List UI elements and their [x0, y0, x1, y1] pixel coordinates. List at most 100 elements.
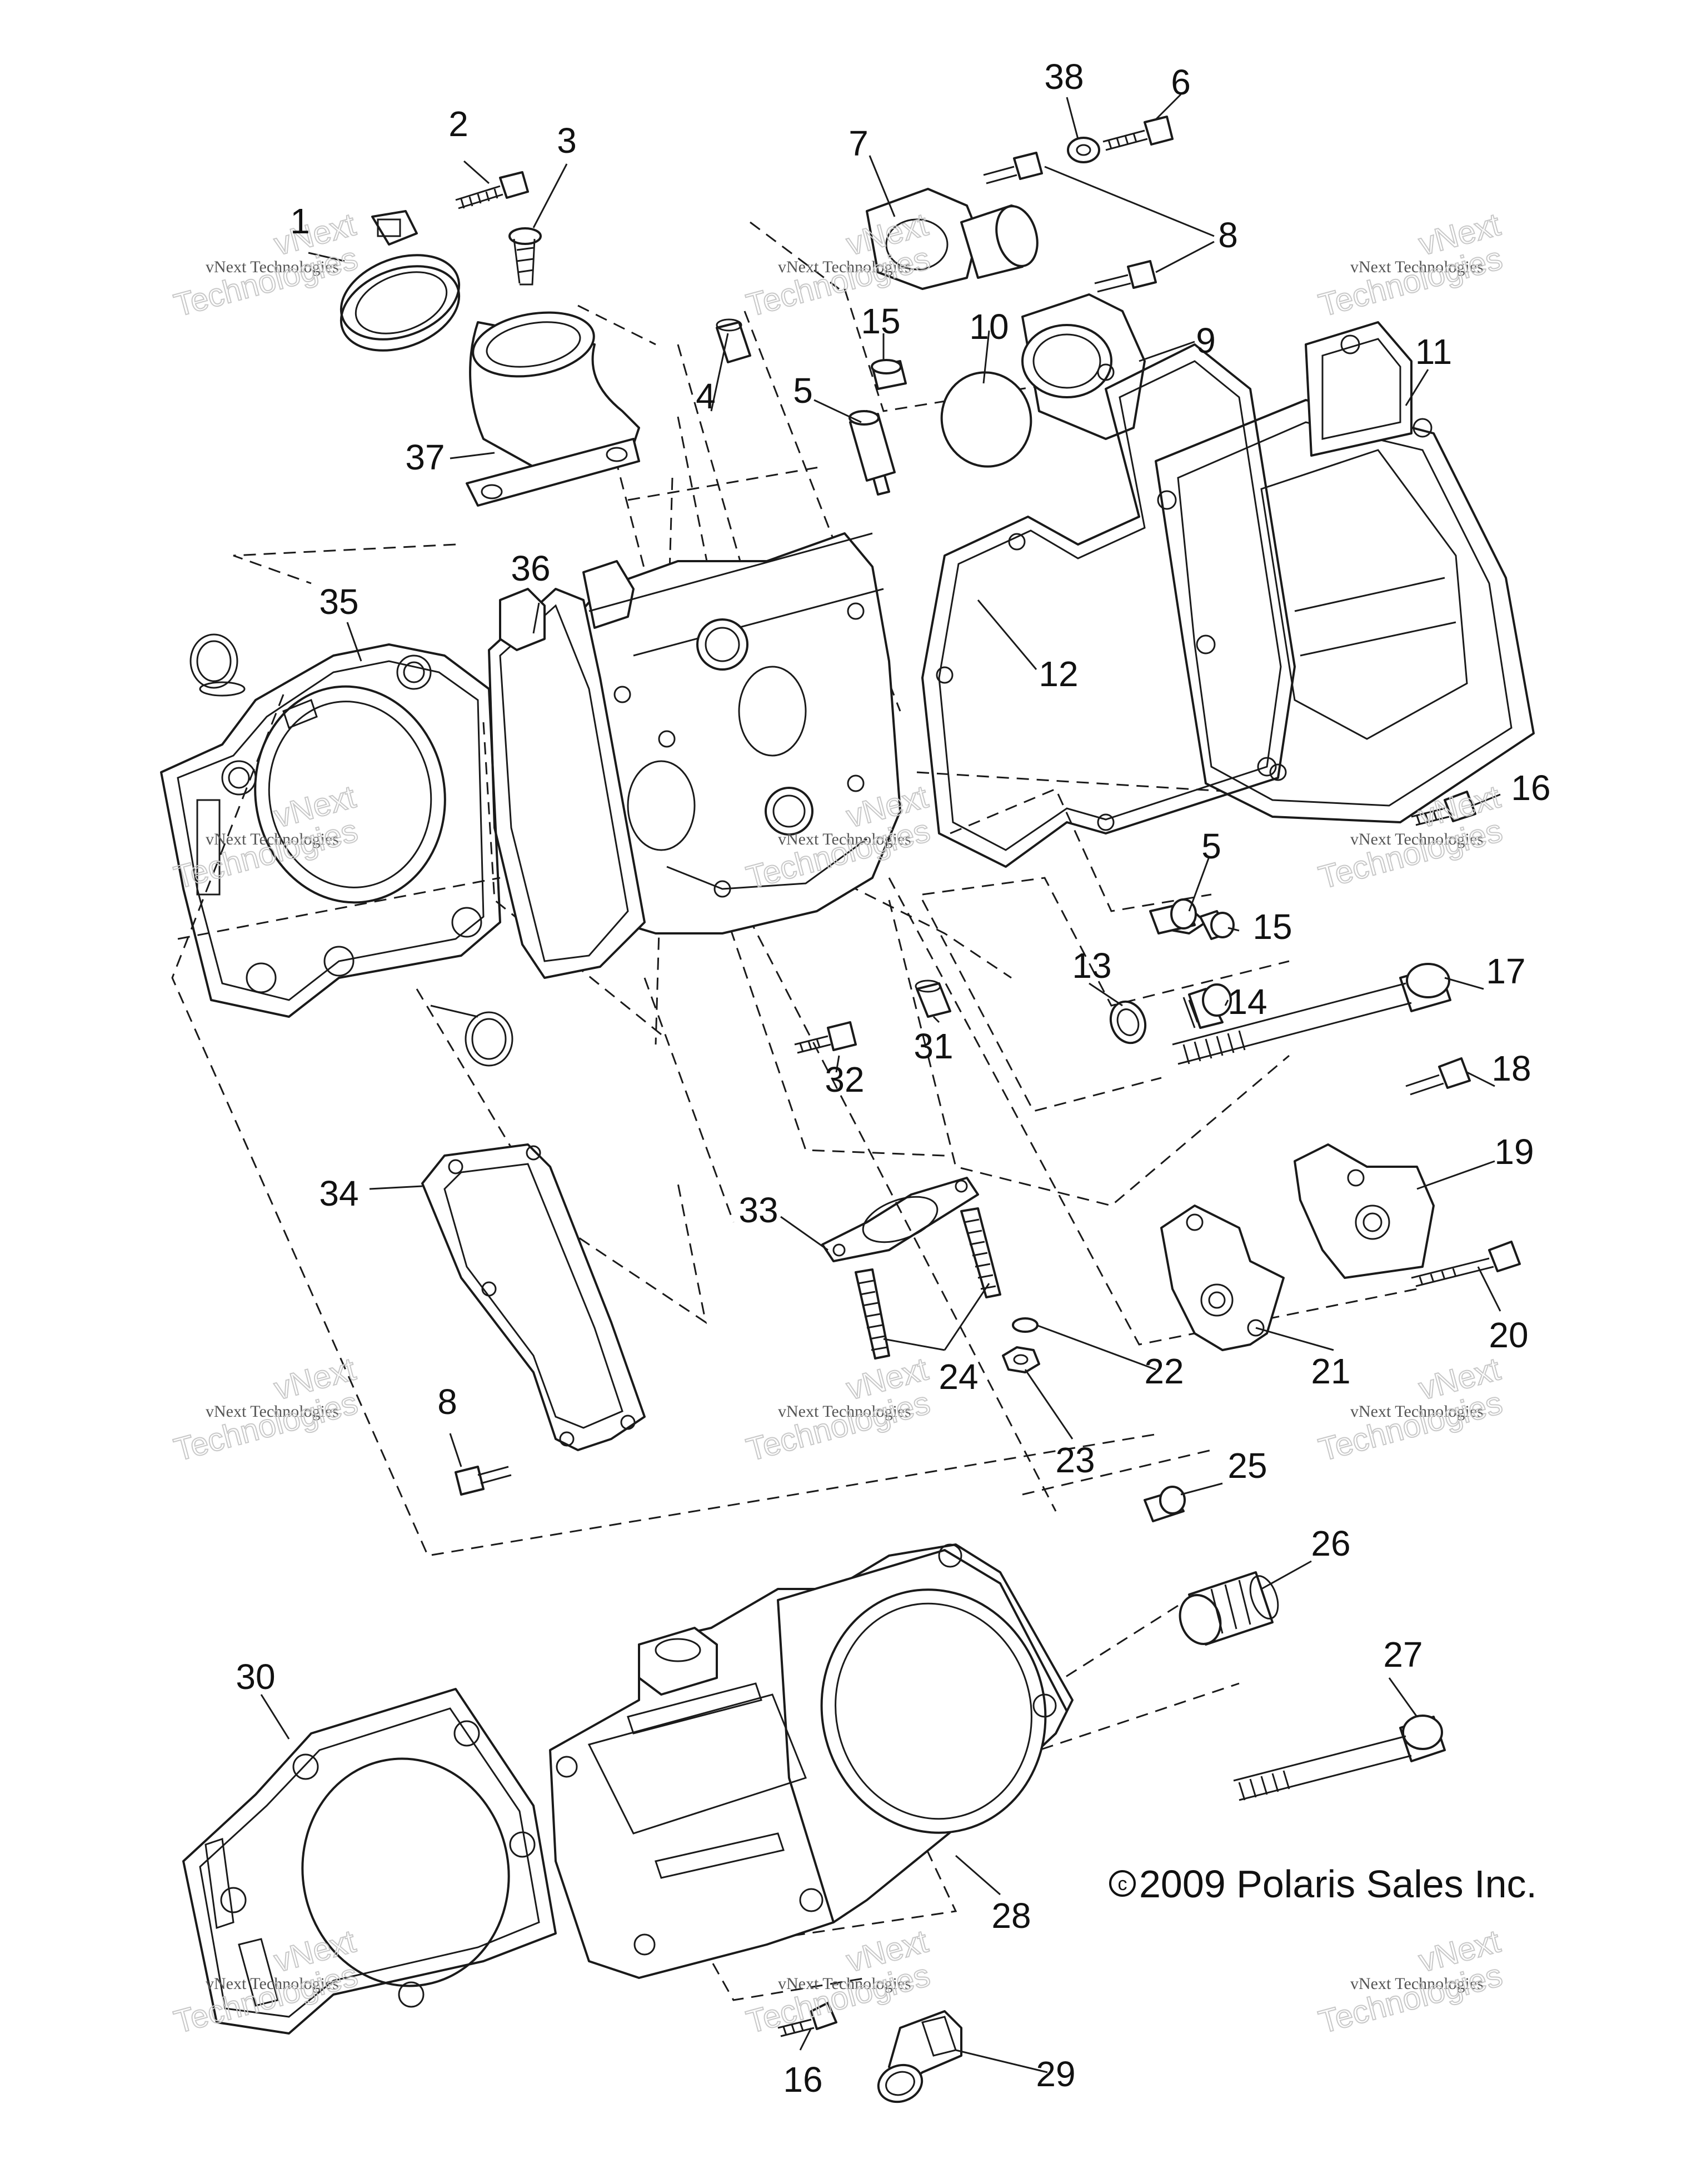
- callout-18: 18: [1491, 1048, 1531, 1088]
- watermark-top-left: vNext vNext Technologies Technologies: [170, 206, 362, 324]
- watermark-bottom-right: vNext vNext Technologies Technologies: [1315, 1922, 1507, 2041]
- part-8-bolt-upper: [983, 152, 1157, 293]
- callout-17: 17: [1486, 951, 1525, 991]
- callout-25: 25: [1227, 1446, 1267, 1486]
- callout-16-bottom: 16: [783, 2060, 822, 2100]
- part-21-bracket: [1160, 1205, 1285, 1351]
- callout-24: 24: [939, 1357, 978, 1397]
- part-15-valve-seal-right: [1199, 910, 1235, 940]
- part-20-bolt: [1411, 1241, 1521, 1287]
- callout-28: 28: [991, 1896, 1031, 1936]
- svg-text:Technologies: Technologies: [1315, 812, 1506, 896]
- part-18-bolt: [1405, 1057, 1471, 1096]
- dowel-hint-circles: [189, 633, 513, 1067]
- svg-text:Technologies: Technologies: [1315, 1957, 1506, 2040]
- copyright-circle-icon: [1109, 1870, 1136, 1897]
- part-17-head-bolt: [1172, 963, 1451, 1065]
- callout-35: 35: [319, 582, 358, 622]
- part-19-bracket: [1294, 1143, 1435, 1279]
- part-34-side-cover: [421, 1143, 646, 1451]
- callout-27: 27: [1383, 1635, 1422, 1675]
- callout-20: 20: [1489, 1315, 1528, 1355]
- part-29-elbow-fitting: [877, 2010, 962, 2103]
- part-36-cylinder-head: [488, 532, 901, 979]
- callout-8-upper: 8: [1218, 215, 1238, 255]
- callout-leader-lines: [260, 93, 1501, 2073]
- callout-numbers: 1 2 3 4 5 5 6 7 8 8 38 9 10 11 12 13 14 …: [236, 57, 1550, 2100]
- part-35-head-gasket: [160, 643, 501, 1018]
- part-37-intake-boot: [466, 311, 640, 507]
- svg-text:vNext Technologies: vNext Technologies: [1350, 1975, 1484, 1993]
- callout-23: 23: [1055, 1440, 1095, 1480]
- part-28-cylinder: [549, 1543, 1074, 1979]
- svg-text:vNext Technologies: vNext Technologies: [1350, 830, 1484, 848]
- part-33-exhaust-gasket: [821, 1177, 979, 1262]
- part-7-water-outlet-elbow: [866, 188, 1039, 290]
- callout-19: 19: [1494, 1132, 1534, 1172]
- svg-text:vNext Technologies: vNext Technologies: [206, 1402, 339, 1421]
- callout-13: 13: [1072, 946, 1111, 986]
- watermark-low-left: vNext vNext Technologies Technologies: [170, 1350, 362, 1468]
- svg-text:vNext Technologies: vNext Technologies: [778, 258, 911, 276]
- svg-text:vNext Technologies: vNext Technologies: [778, 830, 911, 848]
- watermark-top-center: vNext vNext Technologies Technologies: [742, 206, 935, 324]
- callout-2: 2: [448, 104, 468, 144]
- svg-text:Technologies: Technologies: [171, 240, 362, 323]
- part-13-o-ring: [1109, 1000, 1147, 1044]
- part-31-dowel: [915, 979, 951, 1018]
- svg-text:vNext Technologies: vNext Technologies: [206, 258, 339, 276]
- part-5-valve-guide-upper: [848, 410, 896, 496]
- callout-26: 26: [1311, 1523, 1350, 1563]
- callout-34: 34: [319, 1173, 358, 1213]
- part-10-thermostat: [940, 371, 1032, 468]
- callout-10: 10: [969, 307, 1009, 347]
- svg-text:vNext Technologies: vNext Technologies: [1350, 258, 1484, 276]
- watermark-low-center: vNext vNext Technologies Technologies: [742, 1350, 935, 1468]
- svg-text:Technologies: Technologies: [171, 1385, 362, 1468]
- part-2-clamp-screw: [455, 171, 529, 209]
- part-5-valve-guide-right: [1149, 898, 1207, 934]
- part-12-valve-cover-gasket: [921, 343, 1296, 868]
- part-32-screw: [794, 1021, 857, 1054]
- svg-text:Technologies: Technologies: [1315, 1385, 1506, 1468]
- callout-14: 14: [1227, 982, 1267, 1022]
- part-15-valve-seal-upper: [871, 359, 907, 390]
- copyright-symbol-letter: c: [1118, 1873, 1127, 1895]
- callout-30: 30: [236, 1657, 275, 1697]
- part-26-fitting: [1179, 1571, 1279, 1646]
- part-22-lock-washer: [1012, 1317, 1039, 1333]
- callout-5-upper: 5: [793, 371, 813, 411]
- part-25-dowel: [1144, 1486, 1186, 1522]
- part-30-base-gasket: [182, 1688, 557, 2035]
- part-3-screw: [508, 227, 542, 286]
- svg-text:Technologies: Technologies: [743, 1385, 934, 1468]
- part-6-bolt: [1102, 116, 1174, 151]
- callout-7: 7: [848, 123, 869, 163]
- assembly-dashed-lines: [171, 221, 1468, 2001]
- callout-21: 21: [1311, 1351, 1350, 1391]
- part-4-dowel-pin: [716, 318, 751, 363]
- svg-text:vNext Technologies: vNext Technologies: [778, 1975, 911, 1993]
- part-38-washer: [1067, 137, 1100, 163]
- callout-15-upper: 15: [861, 301, 900, 341]
- svg-text:vNext Technologies: vNext Technologies: [778, 1402, 911, 1421]
- part-11-valve-cover: [1155, 321, 1535, 823]
- copyright-notice: c 2009 Polaris Sales Inc.: [1109, 1862, 1537, 1906]
- svg-text:vNext Technologies: vNext Technologies: [206, 1975, 339, 1993]
- part-16-screw-bottom: [777, 2002, 837, 2037]
- callout-16-right: 16: [1511, 768, 1550, 808]
- callout-8-lower: 8: [437, 1382, 457, 1422]
- callout-11: 11: [1415, 332, 1452, 372]
- part-14-plug: [1182, 983, 1232, 1029]
- svg-text:Technologies: Technologies: [171, 1957, 362, 2040]
- callout-36: 36: [511, 548, 550, 588]
- svg-text:Technologies: Technologies: [1315, 240, 1506, 323]
- callout-5-right: 5: [1201, 826, 1221, 866]
- svg-text:Technologies: Technologies: [743, 240, 934, 323]
- callout-1: 1: [290, 201, 310, 241]
- callout-32: 32: [825, 1059, 864, 1100]
- part-27-cylinder-bolt: [1233, 1715, 1446, 1801]
- watermark-mid-left: vNext vNext Technologies Technologies: [170, 778, 362, 896]
- callout-22: 22: [1144, 1351, 1184, 1391]
